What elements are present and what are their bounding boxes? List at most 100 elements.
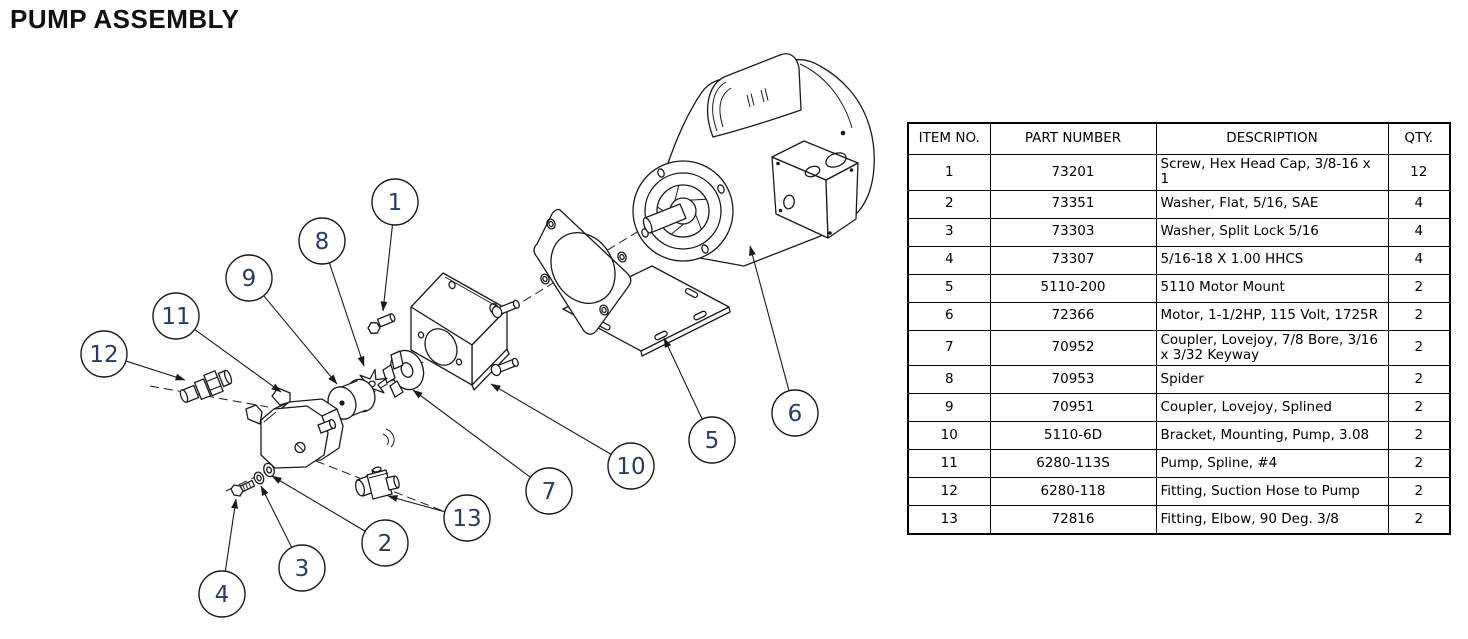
cell-part: 5110-6D [989,421,1157,450]
cell-item: 5 [907,273,991,303]
balloon-6: 6 [771,389,819,437]
svg-text:11: 11 [161,304,190,330]
leader-line-13 [387,495,445,513]
cell-qty: 2 [1387,421,1451,450]
cell-desc: Washer, Flat, 5/16, SAE [1155,189,1389,219]
leader-line-7 [412,389,531,478]
svg-text:10: 10 [616,454,645,480]
cell-part: 5110-200 [989,273,1157,303]
cell-item: 13 [907,505,991,535]
cell-part: 70953 [989,365,1157,394]
cell-part: 73201 [989,154,1157,191]
suction-fitting-drawing [179,369,233,403]
balloon-7: 7 [525,467,573,515]
svg-text:1: 1 [388,190,403,216]
cell-qty: 2 [1387,449,1451,478]
cell-qty: 4 [1387,245,1451,275]
svg-text:5: 5 [705,428,720,454]
leader-line-6 [749,245,790,391]
page-title: PUMP ASSEMBLY [10,4,240,34]
balloon-4: 4 [198,570,246,618]
svg-text:12: 12 [89,342,118,368]
coupler-splined-drawing [327,378,376,420]
cell-qty: 4 [1387,217,1451,247]
cell-part: 70952 [989,329,1157,366]
column-header: DESCRIPTION [1155,122,1389,155]
cell-part: 73303 [989,217,1157,247]
column-header: PART NUMBER [989,122,1157,155]
svg-text:3: 3 [295,556,310,582]
balloon-1: 1 [371,178,419,226]
cell-desc: Fitting, Elbow, 90 Deg. 3/8 [1155,505,1389,535]
cell-item: 10 [907,421,991,450]
balloon-13: 13 [443,494,491,542]
cell-desc: Coupler, Lovejoy, 7/8 Bore, 3/16 x 3/32 … [1155,329,1389,366]
cell-item: 9 [907,393,991,422]
leader-lines [125,224,790,572]
cell-desc: Pump, Spline, #4 [1155,449,1389,478]
leader-line-4 [224,498,239,572]
cell-qty: 2 [1387,505,1451,535]
cell-qty: 2 [1387,477,1451,506]
balloon-10: 10 [607,442,655,490]
balloon-5: 5 [688,416,736,464]
cell-item: 2 [907,189,991,219]
balloon-2: 2 [361,519,409,567]
elbow-fitting-drawing [354,466,400,500]
cell-qty: 2 [1387,329,1451,366]
cell-desc: Washer, Split Lock 5/16 [1155,217,1389,247]
leader-line-2 [271,475,366,532]
cell-desc: 5110 Motor Mount [1155,273,1389,303]
column-header: ITEM NO. [907,122,991,155]
cell-part: 73307 [989,245,1157,275]
balloon-9: 9 [225,254,273,302]
leader-line-1 [380,224,394,312]
cell-item: 7 [907,329,991,366]
cell-desc: Motor, 1-1/2HP, 115 Volt, 1725R [1155,301,1389,331]
cell-desc: Coupler, Lovejoy, Splined [1155,393,1389,422]
svg-text:7: 7 [542,479,557,505]
leader-line-12 [125,360,186,381]
leader-line-8 [328,262,365,367]
cell-item: 1 [907,154,991,191]
mounting-bracket-drawing [410,272,520,391]
balloon-12: 12 [80,330,128,378]
column-header: QTY. [1387,122,1451,155]
coupler-lovejoy-drawing [382,349,425,398]
balloon-11: 11 [152,292,200,340]
balloon-8: 8 [298,217,346,265]
pump-drawing [245,387,395,469]
cell-part: 72816 [989,505,1157,535]
cell-qty: 2 [1387,301,1451,331]
leader-line-10 [490,383,612,455]
cell-part: 6280-118 [989,477,1157,506]
svg-text:4: 4 [215,582,230,608]
cell-desc: 5/16-18 X 1.00 HHCS [1155,245,1389,275]
cell-part: 73351 [989,189,1157,219]
leader-line-9 [263,295,338,385]
cell-item: 11 [907,449,991,478]
hex-screw-drawing [367,313,396,334]
svg-text:8: 8 [315,229,330,255]
cell-qty: 2 [1387,365,1451,394]
cell-desc: Spider [1155,365,1389,394]
cell-part: 70951 [989,393,1157,422]
cell-item: 4 [907,245,991,275]
leader-line-5 [663,337,703,420]
motor-drawing [632,53,875,267]
svg-text:13: 13 [452,506,481,532]
